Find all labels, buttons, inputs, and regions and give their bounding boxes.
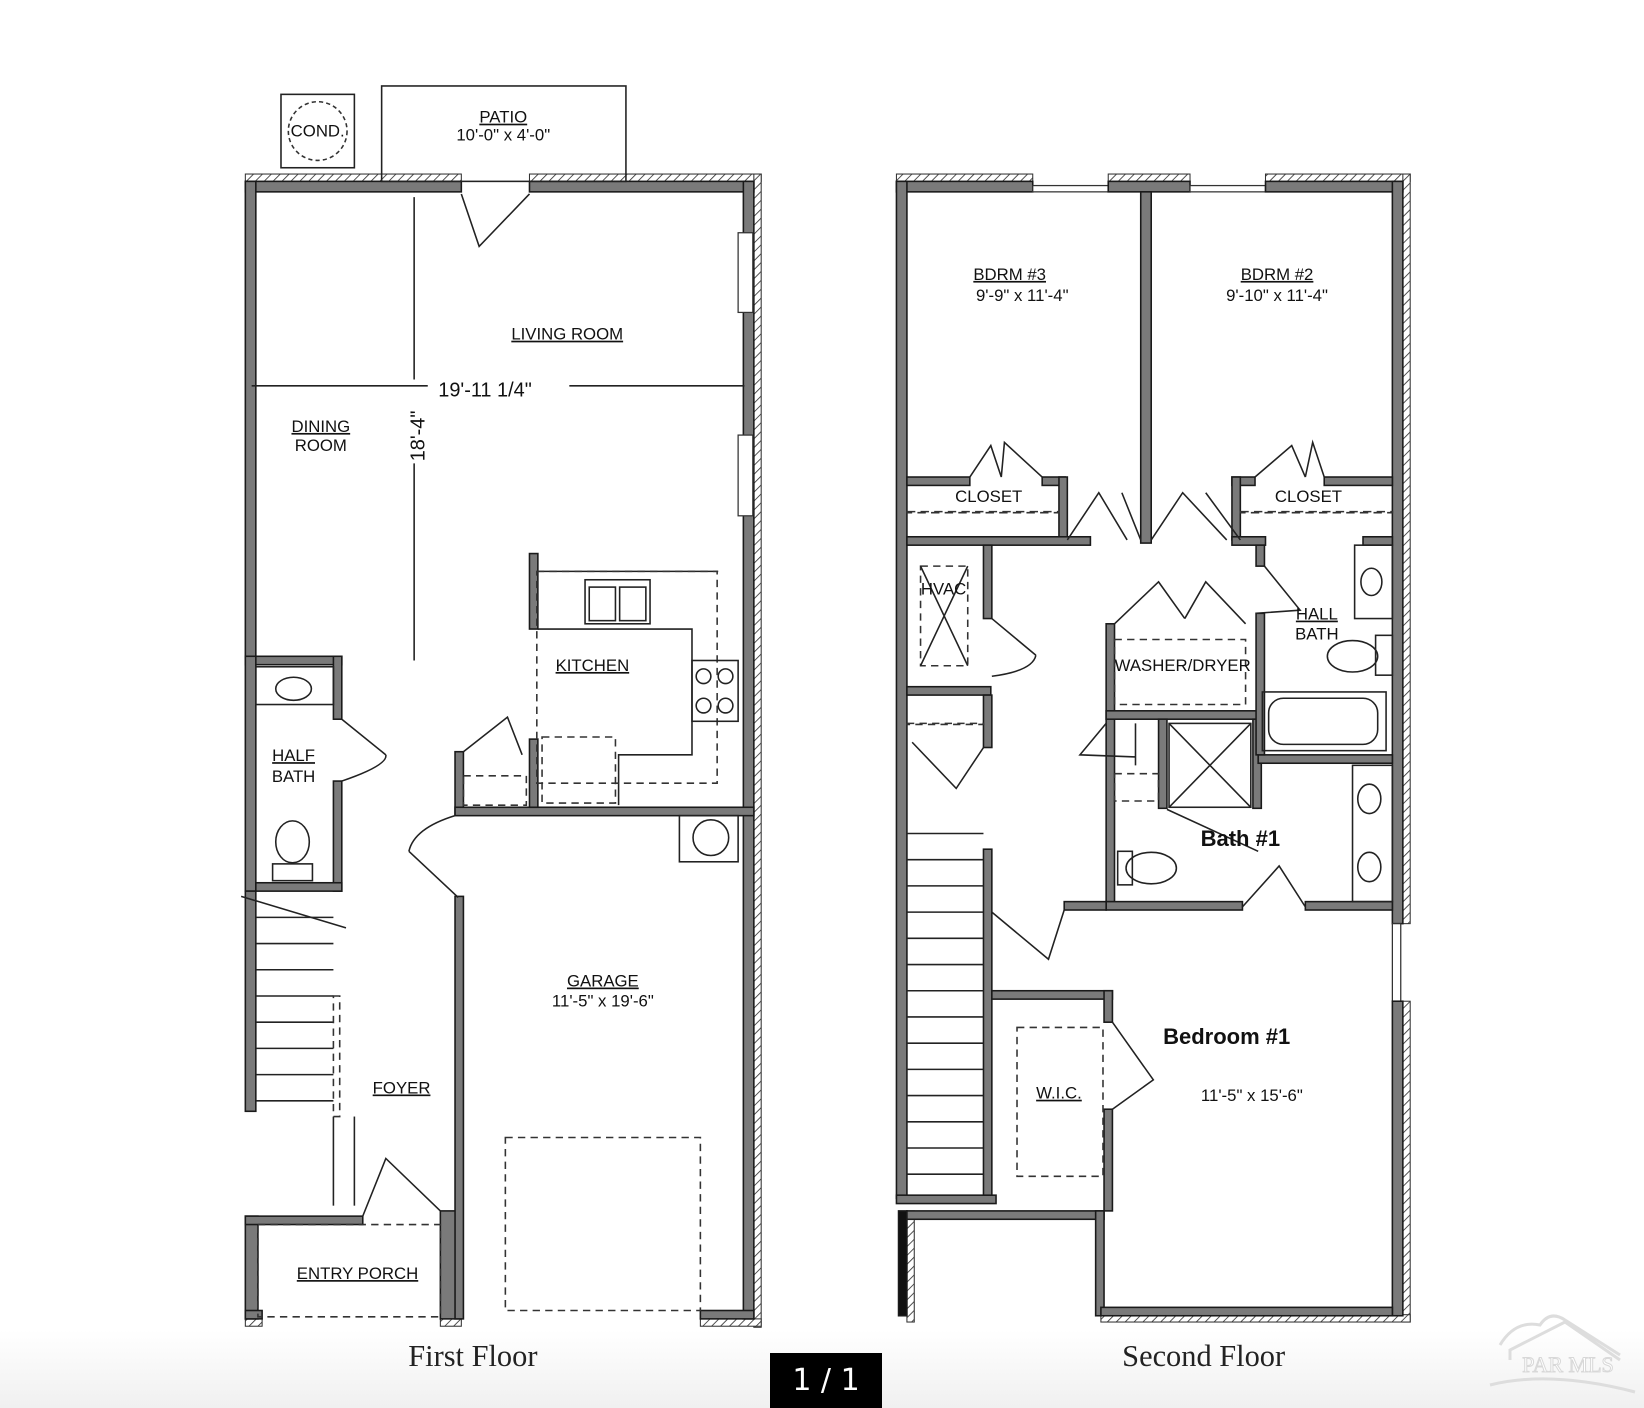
first-floor-caption: First Floor [408, 1339, 537, 1373]
wic-label: W.I.C. [1036, 1084, 1082, 1103]
hall-bath-label-1: HALL [1296, 605, 1338, 624]
garage-label: GARAGE [567, 972, 639, 991]
half-bath-label-1: HALF [272, 746, 315, 765]
cond-label: COND. [291, 121, 345, 140]
foyer-label: FOYER [373, 1078, 431, 1097]
living-room-label: LIVING ROOM [511, 325, 623, 344]
dining-room-label-1: DINING [291, 417, 350, 436]
hvac-label: HVAC [921, 579, 966, 598]
patio-label: PATIO [479, 108, 527, 127]
half-bath-label-2: BATH [272, 767, 315, 786]
kitchen-label: KITCHEN [556, 656, 630, 675]
garage-dims: 11'-5" x 19'-6" [552, 991, 654, 1010]
watermark-text: PAR MLS [1522, 1352, 1614, 1377]
first-floor-plan: COND. PATIO 10'-0" x 4'-0" LIVING ROOM 1… [240, 85, 762, 1373]
bdrm2-label: BDRM #2 [1241, 265, 1314, 284]
entry-porch-label: ENTRY PORCH [297, 1264, 418, 1283]
bdrm2-dims: 9'-10" x 11'-4" [1226, 286, 1328, 305]
bath1-label: Bath #1 [1201, 826, 1280, 851]
second-floor-caption: Second Floor [1122, 1339, 1285, 1373]
dining-room-label-2: ROOM [295, 436, 347, 455]
hall-bath-label-2: BATH [1295, 625, 1338, 644]
dimension-vertical: 18'-4" [408, 411, 430, 462]
stairs-second-floor [906, 832, 984, 1175]
closet-left-label: CLOSET [955, 487, 1022, 506]
condenser-unit [280, 93, 356, 169]
dimension-horizontal: 19'-11 1/4" [438, 379, 532, 401]
bedroom1-label: Bedroom #1 [1163, 1024, 1290, 1049]
bdrm3-dims: 9'-9" x 11'-4" [976, 286, 1069, 305]
second-floor-plan: BDRM #3 9'-9" x 11'-4" BDRM #2 9'-10" x … [895, 173, 1411, 1373]
bedroom1-dims: 11'-5" x 15'-6" [1201, 1086, 1303, 1105]
page-indicator: 1 / 1 [770, 1353, 882, 1408]
patio-dims: 10'-0" x 4'-0" [456, 125, 550, 144]
bdrm3-label: BDRM #3 [973, 265, 1046, 284]
washer-dryer-label: WASHER/DRYER [1115, 656, 1251, 675]
closet-right-label: CLOSET [1275, 487, 1342, 506]
par-mls-watermark-logo: PAR MLS [1489, 1314, 1636, 1394]
stairs-first-floor [240, 895, 356, 1206]
